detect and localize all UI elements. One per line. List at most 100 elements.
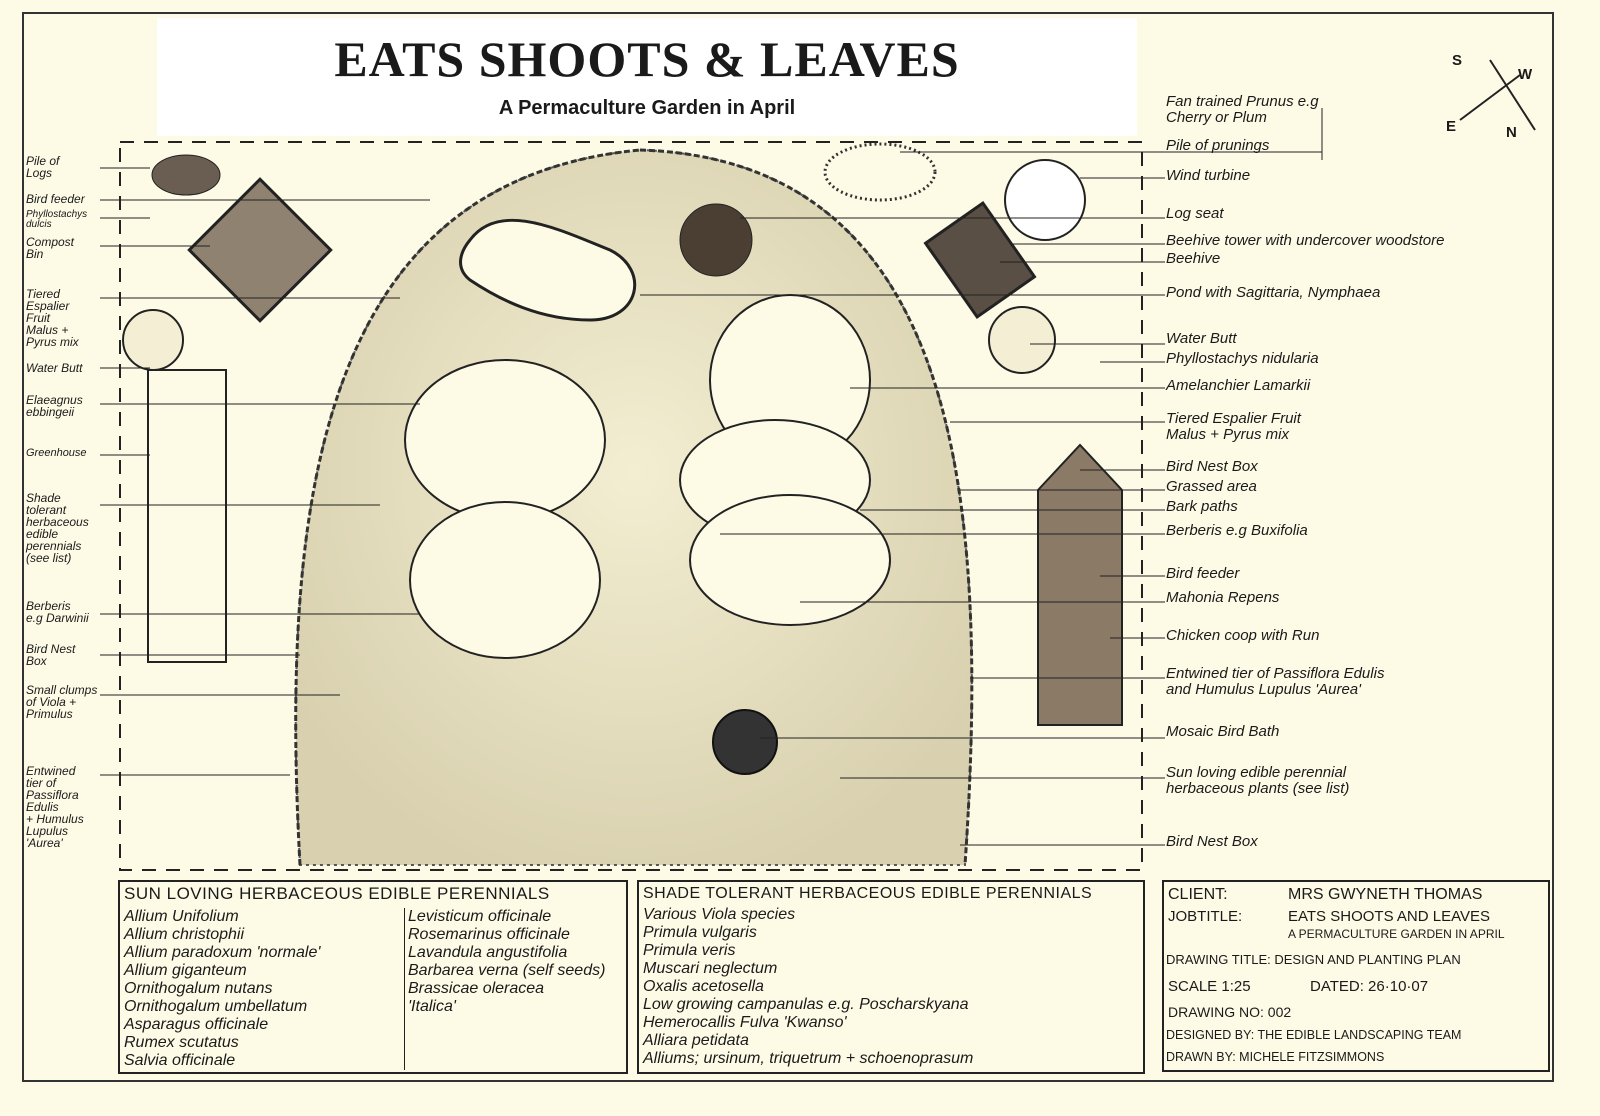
client-label: CLIENT: <box>1168 886 1228 903</box>
list-item: Primula vulgaris <box>643 924 757 941</box>
shade-tolerant-table: SHADE TOLERANT HERBACEOUS EDIBLE PERENNI… <box>637 880 1145 1074</box>
label-tiered-espalier-right: Tiered Espalier Fruit Malus + Pyrus mix <box>1166 410 1301 443</box>
label-pond: Pond with Sagittaria, Nymphaea <box>1166 284 1381 301</box>
compass-n: N <box>1506 124 1517 141</box>
list-item: Oxalis acetosella <box>643 978 764 995</box>
dated: DATED: 26·10·07 <box>1310 978 1429 995</box>
label-elaeagnus: Elaeagnus ebbingeii <box>26 393 83 419</box>
label-greenhouse: Greenhouse <box>26 447 87 459</box>
bark-path-beds-left <box>404 359 606 659</box>
label-pile-of-prunings: Pile of prunings <box>1166 137 1270 154</box>
label-viola-primulus: Small clumps of Viola + Primulus <box>26 683 98 721</box>
pond <box>459 218 637 322</box>
label-berberis-darwinii: Berberis e.g Darwinii <box>26 599 89 625</box>
drawn-by: DRAWN BY: MICHELE FITZSIMMONS <box>1166 1050 1385 1064</box>
log-seat <box>679 203 753 277</box>
list-item: Various Viola species <box>643 906 796 923</box>
label-sun-loving-plants: Sun loving edible perennial herbaceous p… <box>1166 764 1350 797</box>
list-item: Low growing campanulas e.g. Poscharskyan… <box>643 996 969 1013</box>
beehive-tower <box>923 200 1037 320</box>
label-tiered-espalier-left: Tiered Espalier Fruit Malus + Pyrus mix <box>26 287 79 349</box>
list-item: Alliums; ursinum, triquetrum + schoenopr… <box>643 1050 974 1067</box>
list-item: Rosemarinus officinale <box>408 926 570 943</box>
title-banner: EATS SHOOTS & LEAVES A Permaculture Gard… <box>157 18 1137 136</box>
greenhouse <box>147 369 227 663</box>
list-item: Lavandula angustifolia <box>408 944 568 961</box>
label-shade-tolerant: Shade tolerant herbaceous edible perenni… <box>26 491 89 565</box>
sun-loving-table: SUN LOVING HERBACEOUS EDIBLE PERENNIALS … <box>118 880 628 1074</box>
label-bird-nest-box-2: Bird Nest Box <box>1166 833 1258 850</box>
label-fan-trained-prunus: Fan trained Prunus e.g Cherry or Plum <box>1166 93 1319 126</box>
page-subtitle: A Permaculture Garden in April <box>498 97 796 119</box>
label-water-butt-left: Water Butt <box>26 361 83 375</box>
label-entwined-tier-right: Entwined tier of Passiflora Edulis and H… <box>1166 665 1385 698</box>
label-beehive-tower: Beehive tower with undercover woodstore <box>1166 232 1445 249</box>
mosaic-bird-bath <box>712 709 778 775</box>
list-item: Allium paradoxum 'normale' <box>124 944 321 961</box>
leader-lines <box>100 108 1323 846</box>
label-chicken-coop: Chicken coop with Run <box>1166 627 1320 644</box>
label-amelanchier: Amelanchier Lamarkii <box>1166 377 1311 394</box>
jobtitle-value: EATS SHOOTS AND LEAVES <box>1288 908 1491 925</box>
sun-table-col2: Levisticum officinale Rosemarinus offici… <box>404 908 605 1070</box>
label-mosaic-bird-bath: Mosaic Bird Bath <box>1166 723 1280 740</box>
list-item: Allium Unifolium <box>124 908 239 925</box>
drawing-border <box>22 12 1554 1082</box>
list-item: Ornithogalum nutans <box>124 980 273 997</box>
list-item: Allium christophii <box>124 926 245 943</box>
label-bird-feeder: Bird feeder <box>26 192 85 206</box>
label-pile-of-logs: Pile of Logs <box>26 154 60 180</box>
compass-line-ns <box>1489 59 1536 131</box>
shade-table-heading: SHADE TOLERANT HERBACEOUS EDIBLE PERENNI… <box>643 885 1093 902</box>
list-item: Muscari neglectum <box>643 960 778 977</box>
compass-w: W <box>1518 66 1533 83</box>
label-water-butt-right: Water Butt <box>1166 330 1237 347</box>
shade-table-list: Various Viola species Primula vulgaris P… <box>639 906 1143 1068</box>
list-item: Brassicae oleracea <box>408 980 545 997</box>
label-mahonia: Mahonia Repens <box>1166 589 1280 606</box>
jobtitle-label: JOBTITLE: <box>1168 908 1243 925</box>
compass-s: S <box>1452 52 1463 69</box>
pile-of-logs <box>151 154 221 196</box>
list-item: Salvia officinale <box>124 1052 236 1069</box>
label-bird-nest-box-left: Bird Nest Box <box>26 642 76 668</box>
label-log-seat: Log seat <box>1166 205 1224 222</box>
garden-boundary <box>119 141 1143 871</box>
list-item: Allium giganteum <box>124 962 247 979</box>
drawing-number: DRAWING NO: 002 <box>1168 1004 1292 1020</box>
scale: SCALE 1:25 <box>1168 978 1251 995</box>
list-item: Rumex scutatus <box>124 1034 239 1051</box>
label-compost-bin: Compost Bin <box>26 235 75 261</box>
label-phyllostachys-nidularia: Phyllostachys nidularia <box>1166 350 1319 367</box>
title-block: CLIENT: MRS GWYNETH THOMAS JOBTITLE: EAT… <box>1162 880 1550 1072</box>
label-beehive: Beehive <box>1166 250 1221 267</box>
page-title: EATS SHOOTS & LEAVES <box>334 31 960 87</box>
entwined-tier-left <box>294 148 641 866</box>
label-wind-turbine: Wind turbine <box>1166 167 1251 184</box>
label-entwined-tier-left: Entwined tier of Passiflora Edulis + Hum… <box>26 764 84 850</box>
list-item: Hemerocallis Fulva 'Kwanso' <box>643 1014 847 1031</box>
pile-of-prunings <box>823 142 937 202</box>
sun-table-heading: SUN LOVING HERBACEOUS EDIBLE PERENNIALS <box>124 884 550 903</box>
list-item: 'Italica' <box>408 998 456 1015</box>
list-item: Alliara petidata <box>643 1032 749 1049</box>
water-butt-left <box>122 309 184 371</box>
jobtitle-value-2: A PERMACULTURE GARDEN IN APRIL <box>1288 927 1505 941</box>
label-bark-paths: Bark paths <box>1166 498 1238 515</box>
label-bird-nest-box-1: Bird Nest Box <box>1166 458 1258 475</box>
label-bird-feeder-right: Bird feeder <box>1166 565 1240 582</box>
label-grassed-area: Grassed area <box>1166 478 1257 495</box>
sun-table-col1: Allium Unifolium Allium christophii Alli… <box>124 908 320 1070</box>
compass-e: E <box>1446 118 1457 135</box>
drawing-title: DRAWING TITLE: DESIGN AND PLANTING PLAN <box>1166 952 1461 967</box>
designed-by: DESIGNED BY: THE EDIBLE LANDSCAPING TEAM <box>1166 1028 1462 1042</box>
list-item: Primula veris <box>643 942 736 959</box>
compost-bin <box>187 177 333 323</box>
entwined-tier-right <box>639 148 974 866</box>
water-butt-right <box>988 306 1056 374</box>
client-value: MRS GWYNETH THOMAS <box>1288 886 1483 903</box>
wind-turbine <box>1004 159 1086 241</box>
compass-line-ew <box>1459 74 1521 121</box>
list-item: Levisticum officinale <box>408 908 552 925</box>
